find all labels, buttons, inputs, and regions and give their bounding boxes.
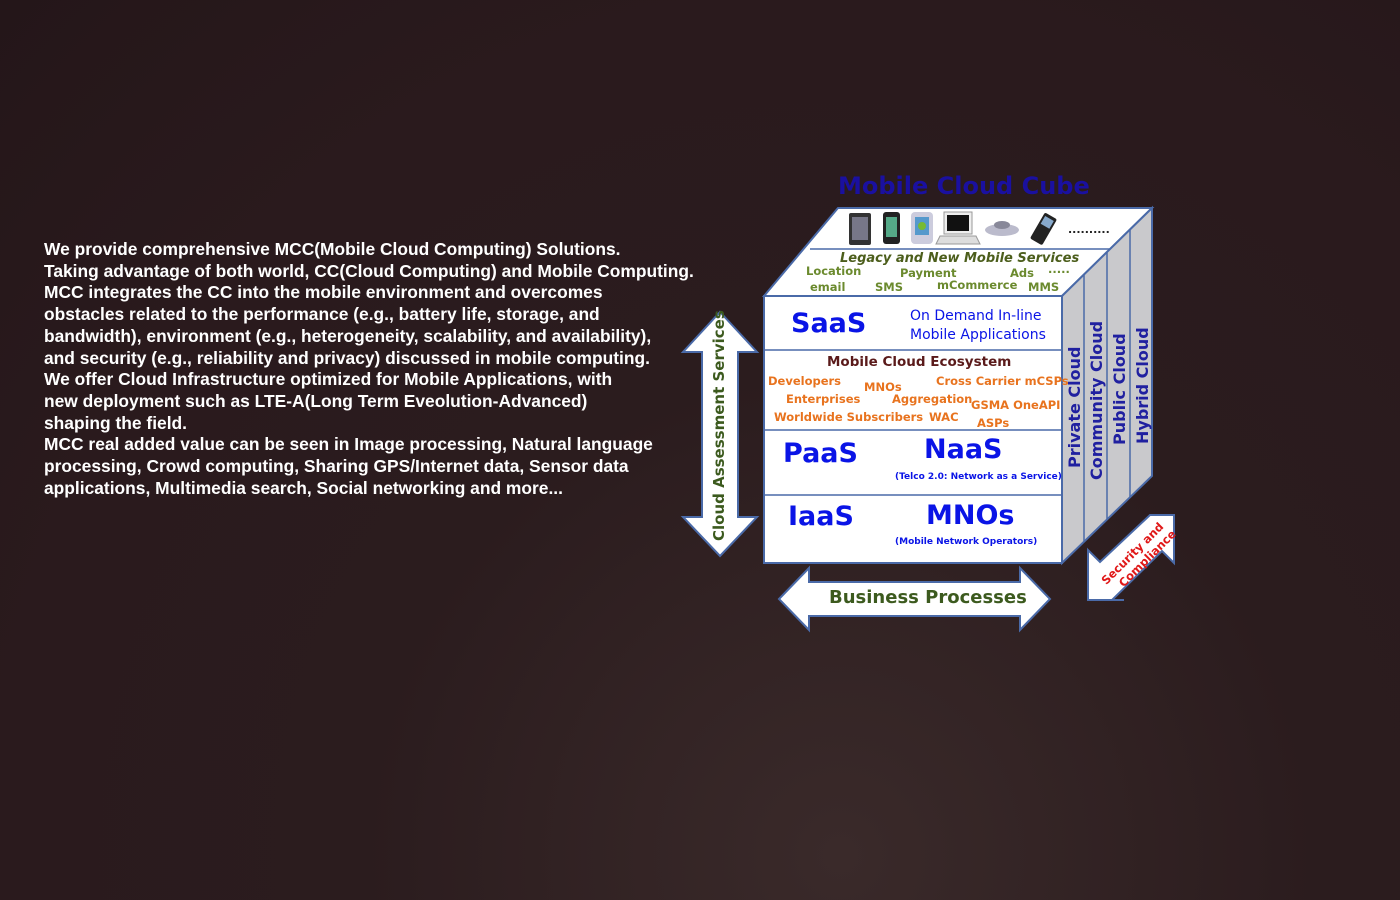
saas-label: SaaS: [791, 308, 867, 339]
ecosystem-item: Aggregation: [892, 392, 973, 406]
saas-desc: Mobile Applications: [910, 327, 1046, 343]
mnos-desc: (Mobile Network Operators): [895, 537, 1038, 547]
intro-line: shaping the field.: [44, 412, 187, 433]
intro-line: Taking advantage of both world, CC(Cloud…: [44, 260, 694, 281]
service-item: Payment: [900, 266, 957, 280]
devices-more: ..........: [1068, 223, 1110, 236]
intro-line: obstacles related to the performance (e.…: [44, 304, 600, 325]
hybrid-cloud-label: Hybrid Cloud: [1133, 327, 1152, 444]
cloud-assessment-arrow: [680, 310, 760, 558]
intro-line: We offer Cloud Infrastructure optimized …: [44, 369, 613, 390]
ecosystem-item: WAC: [929, 410, 959, 424]
feature-phone-icon: [1030, 213, 1057, 245]
community-cloud-label: Community Cloud: [1087, 320, 1106, 480]
intro-text: We provide comprehensive MCC(Mobile Clou…: [44, 239, 744, 499]
device-icons: [849, 211, 1057, 245]
ecosystem-item: Worldwide Subscribers: [774, 410, 924, 424]
business-processes-label: Business Processes: [829, 587, 1027, 608]
service-item: Ads: [1010, 266, 1034, 280]
private-cloud-label: Private Cloud: [1065, 346, 1084, 468]
service-item: MMS: [1028, 280, 1060, 294]
ecosystem-heading: Mobile Cloud Ecosystem: [827, 354, 1012, 370]
service-item: .....: [1048, 262, 1070, 276]
business-processes-arrow: [777, 565, 1052, 633]
service-item: Location: [806, 264, 862, 278]
intro-line: bandwidth), environment (e.g., heterogen…: [44, 325, 652, 346]
public-cloud-label: Public Cloud: [1110, 333, 1129, 445]
service-item: SMS: [875, 280, 904, 294]
ecosystem-item: GSMA OneAPI: [971, 398, 1061, 412]
ecosystem-item: MNOs: [864, 380, 902, 394]
intro-line: We provide comprehensive MCC(Mobile Clou…: [44, 239, 621, 259]
intro-line: processing, Crowd computing, Sharing GPS…: [44, 456, 629, 477]
naas-label: NaaS: [924, 434, 1003, 465]
saas-desc: On Demand In-line: [910, 308, 1042, 324]
paas-label: PaaS: [783, 438, 858, 469]
mnos-label: MNOs: [926, 500, 1015, 531]
ecosystem-item: Cross Carrier mCSPs: [936, 374, 1069, 388]
intro-line: applications, Multimedia search, Social …: [44, 477, 563, 498]
iaas-label: IaaS: [788, 501, 854, 532]
car-icon: [985, 224, 1019, 236]
intro-line: new deployment such as LTE-A(Long Term E…: [44, 390, 588, 411]
intro-line: MCC real added value can be seen in Imag…: [44, 434, 653, 455]
services-heading: Legacy and New Mobile Services: [840, 251, 1080, 266]
intro-line: MCC integrates the CC into the mobile en…: [44, 282, 603, 303]
intro-line: and security (e.g., reliability and priv…: [44, 347, 650, 368]
naas-desc: (Telco 2.0: Network as a Service): [895, 472, 1062, 482]
ecosystem-item: ASPs: [977, 416, 1010, 430]
ecosystem-item: Enterprises: [786, 392, 861, 406]
security-compliance-arrow: [1087, 514, 1175, 601]
cloud-assessment-label: Cloud Assessment Services: [710, 310, 728, 541]
service-item: email: [810, 280, 846, 294]
ecosystem-item: Developers: [768, 374, 842, 388]
diagram-title: Mobile Cloud Cube: [838, 172, 1090, 200]
service-item: mCommerce: [937, 278, 1018, 292]
